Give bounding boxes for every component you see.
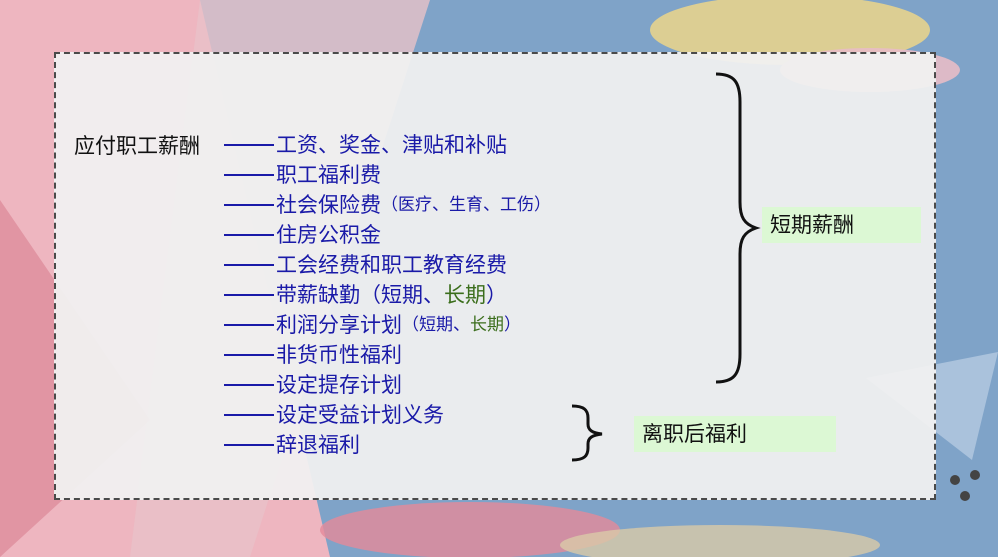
item-text: 利润分享计划 [276, 313, 402, 337]
connector-line [224, 204, 274, 206]
list-item-defined-benefit: 设定受益计划义务 [224, 400, 551, 430]
connector-line [224, 294, 274, 296]
item-text: 设定受益计划义务 [276, 403, 444, 427]
list-item-wages: 工资、奖金、津贴和补贴 [224, 130, 551, 160]
item-text: 住房公积金 [276, 223, 381, 247]
list-item-housing-fund: 住房公积金 [224, 220, 551, 250]
item-text: 带薪缺勤（短期、 [276, 283, 444, 307]
post-employment-brace [571, 404, 603, 462]
list-item-welfare: 职工福利费 [224, 160, 551, 190]
item-note-close: ） [504, 315, 521, 335]
group-label-short-term: 短期薪酬 [762, 207, 921, 243]
list-item-defined-contribution: 设定提存计划 [224, 370, 551, 400]
item-text: 社会保险费 [276, 193, 381, 217]
short-term-brace [715, 72, 761, 384]
connector-line [224, 414, 274, 416]
list-item-social-insurance: 社会保险费 （医疗、生育、工伤） [224, 190, 551, 220]
list-item-profit-sharing: 利润分享计划 （短期、 长期 ） [224, 310, 551, 340]
connector-line [224, 144, 274, 146]
item-text: 职工福利费 [276, 163, 381, 187]
list-item-union-education: 工会经费和职工教育经费 [224, 250, 551, 280]
connector-line [224, 354, 274, 356]
connector-line [224, 264, 274, 266]
item-note: （短期、 [402, 315, 470, 335]
item-text: 设定提存计划 [276, 373, 402, 397]
item-highlight: 长期 [444, 283, 486, 307]
item-text: 非货币性福利 [276, 343, 402, 367]
list-item-termination: 辞退福利 [224, 430, 551, 460]
list-item-non-monetary: 非货币性福利 [224, 340, 551, 370]
item-text: 工资、奖金、津贴和补贴 [276, 133, 507, 157]
item-note: （医疗、生育、工伤） [381, 195, 551, 215]
connector-line [224, 444, 274, 446]
item-text: 工会经费和职工教育经费 [276, 253, 507, 277]
item-highlight: 长期 [470, 315, 504, 335]
connector-line [224, 174, 274, 176]
connector-line [224, 384, 274, 386]
root-label: 应付职工薪酬 [74, 134, 200, 158]
item-tail: ） [486, 283, 507, 307]
connector-line [224, 234, 274, 236]
item-text: 辞退福利 [276, 433, 360, 457]
group-label-post-employment: 离职后福利 [634, 416, 836, 452]
list-item-paid-absence: 带薪缺勤（短期、 长期 ） [224, 280, 551, 310]
item-list: 工资、奖金、津贴和补贴 职工福利费 社会保险费 （医疗、生育、工伤） 住房公积金… [224, 130, 551, 460]
connector-line [224, 324, 274, 326]
